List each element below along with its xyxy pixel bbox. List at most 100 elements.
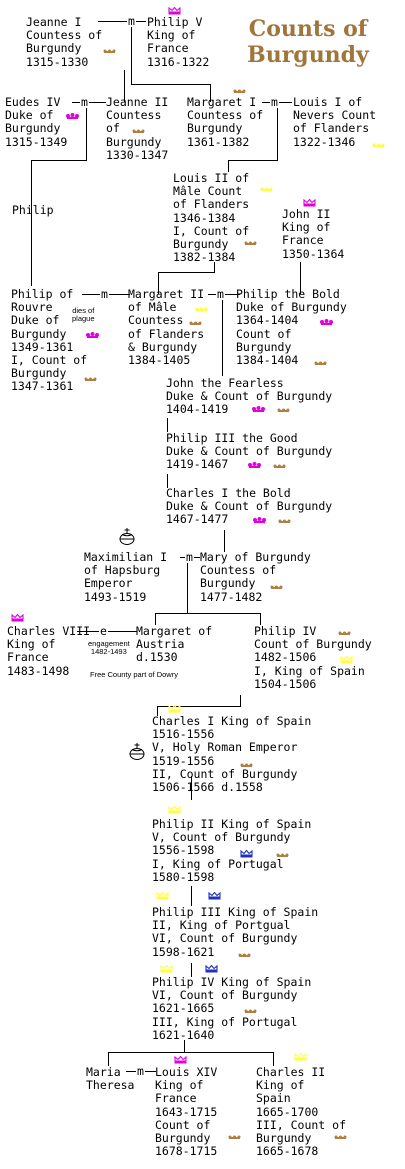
crown-icon-magenta	[253, 517, 266, 523]
crown-icon-gold	[276, 853, 289, 857]
marriage-marker: m	[127, 14, 136, 28]
person-philip-of-rouvre: Philip of Rouvre Duke of Burgundy 1349-1…	[11, 287, 88, 394]
crown-icon-gold	[334, 1135, 347, 1139]
crown-icon-magenta	[174, 1056, 187, 1064]
line	[157, 706, 158, 716]
orb-cross-icon	[119, 528, 135, 545]
line	[240, 695, 241, 706]
line	[260, 613, 261, 625]
engagement-marker: e	[99, 624, 108, 638]
person-jeanne-i: Jeanne I Countess of Burgundy 1315-1330	[26, 15, 103, 69]
marriage-marker: m	[270, 95, 279, 109]
person-philip-iv-count: Philip IV Count of Burgundy 1482-1506 I,…	[254, 624, 372, 691]
crown-icon-gold	[277, 408, 290, 412]
crown-icon-yellow	[294, 1053, 307, 1061]
crown-icon-blue	[205, 965, 218, 973]
marriage-marker: m	[216, 287, 225, 301]
line	[108, 1052, 274, 1053]
person-louis-i: Louis I of Nevers Count of Flanders 1322…	[293, 95, 377, 149]
person-philip: Philip	[12, 203, 54, 217]
person-charles-ii-spain: Charles II King of Spain 1665-1700 III, …	[256, 1065, 347, 1159]
line	[86, 102, 87, 160]
person-eudes-iv: Eudes IV Duke of Burgundy 1315-1349	[5, 95, 68, 149]
note-free-county: Free County part of Dowry	[90, 670, 178, 679]
crown-icon-gold	[270, 585, 283, 589]
note-dies-of-plague: dies of plague	[72, 306, 95, 323]
crown-icon-gold	[278, 519, 291, 523]
crown-icon-magenta	[86, 332, 99, 338]
crown-icon-yellow	[168, 806, 181, 814]
crown-icon-gold	[189, 321, 202, 325]
crown-icon-yellow	[156, 892, 169, 900]
crown-icon-yellow	[372, 143, 385, 147]
crown-icon-gold	[244, 241, 257, 245]
person-philip-v: Philip V King of France 1316-1322	[147, 15, 210, 69]
line	[124, 70, 125, 102]
person-john-the-fearless: John the Fearless Duke & Count of Burgun…	[166, 376, 333, 417]
crown-icon-yellow	[340, 656, 353, 664]
person-louis-xiv: Louis XIV King of France 1643-1715 Count…	[155, 1065, 218, 1159]
orb-cross-icon	[129, 743, 145, 760]
crown-icon-magenta	[320, 319, 333, 325]
person-philip-ii-spain: Philip II King of Spain V, Count of Burg…	[152, 817, 312, 884]
line	[224, 530, 225, 552]
marriage-marker: m	[136, 1064, 145, 1078]
line	[167, 474, 168, 488]
line	[191, 886, 192, 906]
crown-icon-magenta	[168, 7, 181, 15]
line	[184, 1040, 185, 1052]
crown-icon-gold	[338, 631, 351, 635]
line	[228, 160, 278, 161]
person-charles-i-the-bold: Charles I the Bold Duke & Count of Burgu…	[166, 486, 333, 527]
person-charles-i-spain: Charles I King of Spain 1516-1556 V, Hol…	[152, 714, 312, 795]
person-philip-iv-spain: Philip IV King of Spain VI, Count of Bur…	[152, 975, 312, 1042]
crown-icon-magenta	[66, 113, 79, 119]
person-john-ii: John II King of France 1350-1364	[282, 207, 345, 261]
crown-icon-yellow	[260, 187, 273, 191]
marriage-marker: m	[80, 95, 89, 109]
line	[300, 262, 301, 294]
crown-icon-gold	[132, 129, 145, 133]
line	[158, 272, 159, 294]
line	[131, 21, 132, 84]
person-maria-theresa: Maria Theresa	[86, 1065, 135, 1093]
line	[31, 160, 87, 161]
crown-icon-blue	[240, 850, 253, 858]
line	[98, 21, 146, 22]
crown-icon-magenta	[252, 406, 265, 412]
person-charles-viii: Charles VIII King of France 1483-1498	[7, 624, 91, 678]
line	[155, 613, 156, 625]
line	[277, 102, 278, 160]
person-philip-iii-spain: Philip III King of Spain II, King of Por…	[152, 905, 319, 959]
crown-icon-magenta	[303, 199, 316, 207]
crown-icon-gold	[273, 464, 286, 468]
line	[191, 963, 192, 977]
crown-icon-magenta	[11, 614, 24, 622]
line	[131, 84, 211, 85]
crown-icon-gold	[240, 763, 253, 767]
person-philip-the-bold: Philip the Bold Duke of Burgundy 1364-14…	[236, 287, 347, 368]
crown-icon-gold	[233, 89, 246, 93]
page-title: Counts of Burgundy	[247, 16, 369, 68]
crown-icon-gold	[238, 953, 251, 957]
line	[214, 262, 215, 272]
crown-icon-gold	[84, 377, 97, 381]
crown-icon-gold	[103, 49, 116, 53]
person-louis-ii: Louis II of Mâle Count of Flanders 1346-…	[173, 171, 250, 265]
person-jeanne-ii: Jeanne II Countess of Burgundy 1330-1347	[106, 95, 169, 162]
crown-icon-blue	[208, 892, 221, 900]
person-margaret-i: Margaret I Countess of Burgundy 1361-138…	[187, 95, 264, 149]
crown-icon-magenta	[248, 462, 261, 468]
line	[273, 1052, 274, 1066]
line	[222, 294, 223, 376]
crown-icon-yellow	[195, 307, 208, 311]
crown-icon-gold	[244, 1009, 257, 1013]
line	[155, 613, 261, 614]
crown-icon-yellow	[168, 705, 181, 713]
line	[72, 102, 106, 103]
note-engagement: engagement 1482-1493	[88, 639, 130, 656]
crown-icon-yellow	[160, 965, 173, 973]
person-margaret-ii: Margaret II of Mâle Countess of Flanders…	[128, 287, 205, 368]
person-margaret-of-austria: Margaret of Austria d.1530	[136, 624, 213, 665]
crown-icon-gold	[228, 1135, 241, 1139]
